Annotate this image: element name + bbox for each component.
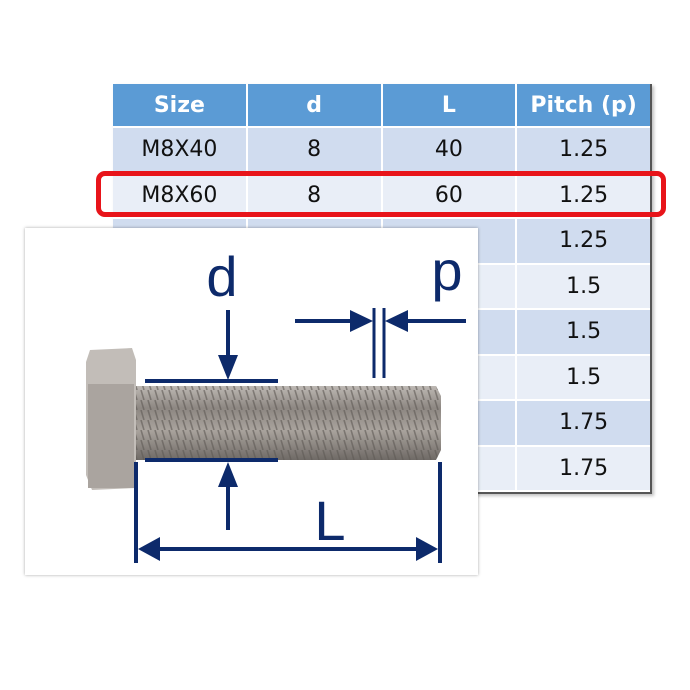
arrow-up-icon xyxy=(218,462,238,487)
label-p: p xyxy=(431,239,462,302)
bolt-image xyxy=(86,348,441,490)
table-cell: 1.75 xyxy=(517,446,650,492)
table-cell: 1.25 xyxy=(517,219,650,265)
arrow-right-icon xyxy=(350,310,373,332)
table-cell: M8X60 xyxy=(113,173,248,219)
arrow-down-icon xyxy=(218,355,238,380)
bolt-diagram-panel: d p L xyxy=(25,228,478,575)
header-pitch: Pitch (p) xyxy=(517,84,650,128)
table-cell: 8 xyxy=(247,128,383,174)
label-d: d xyxy=(206,245,237,308)
table-cell: 1.75 xyxy=(517,401,650,447)
header-size: Size xyxy=(113,84,248,128)
bolt-diagram: d p L xyxy=(86,239,466,563)
table-cell: M8X40 xyxy=(113,128,248,174)
table-cell: 8 xyxy=(247,173,383,219)
table-cell: 1.25 xyxy=(517,128,650,174)
arrow-left-icon xyxy=(138,537,160,561)
header-d: d xyxy=(247,84,383,128)
table-cell: 1.25 xyxy=(517,173,650,219)
table-header: Size d L Pitch (p) xyxy=(113,84,650,128)
table-cell: 1.5 xyxy=(517,355,650,401)
table-cell: 1.5 xyxy=(517,310,650,356)
dimension-lines xyxy=(134,308,466,563)
table-cell: 40 xyxy=(382,128,518,174)
table-cell: 1.5 xyxy=(517,264,650,310)
table-cell: 60 xyxy=(382,173,518,219)
label-l: L xyxy=(314,489,345,552)
arrow-right-icon xyxy=(416,537,438,561)
header-l: L xyxy=(382,84,518,128)
arrow-left-icon xyxy=(385,310,408,332)
highlight-box xyxy=(96,171,666,217)
